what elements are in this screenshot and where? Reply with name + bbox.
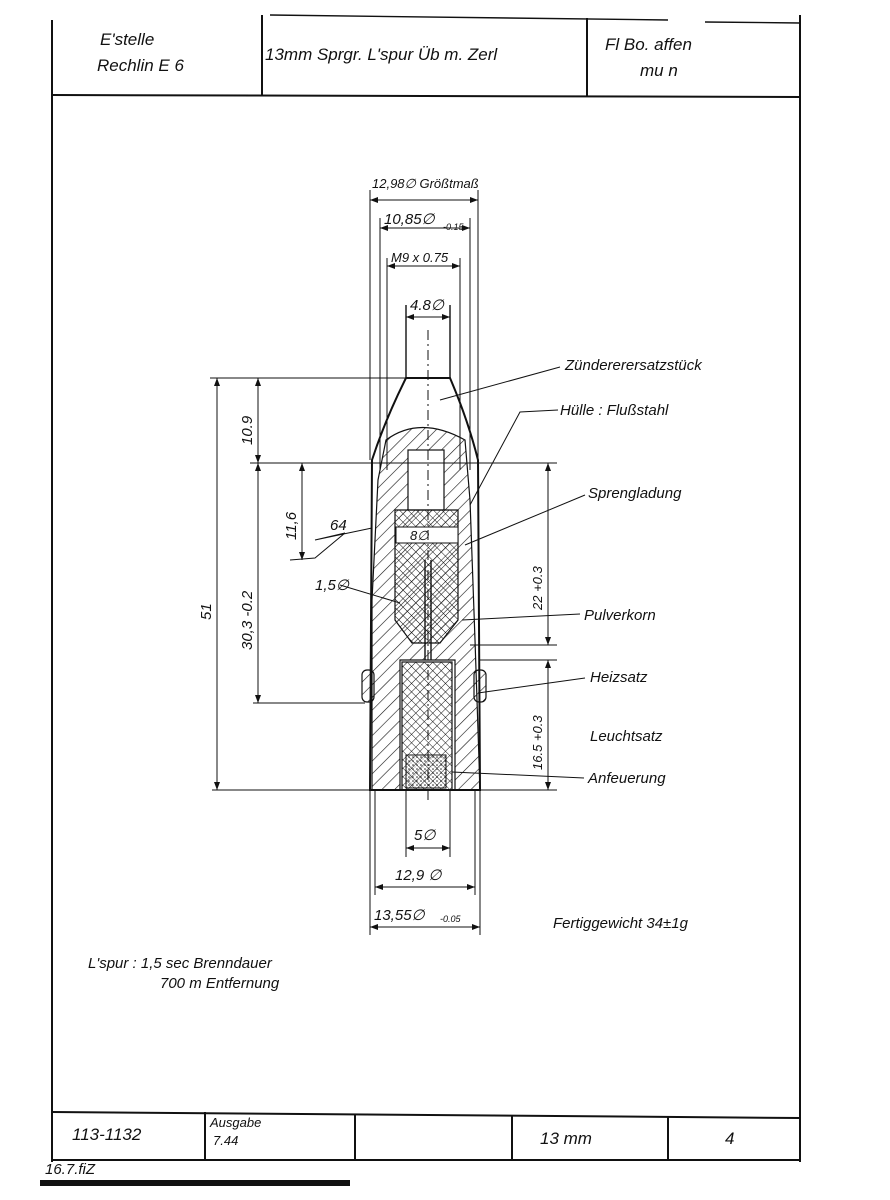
label-heater: Heizsatz bbox=[590, 669, 648, 686]
notes: Fertiggewicht 34±1g L'spur : 1,5 sec Bre… bbox=[88, 915, 689, 992]
dim-48: 4.8∅ bbox=[410, 297, 445, 314]
dim-thread: M9 x 0.75 bbox=[391, 250, 449, 265]
label-fuze-replacement: Zündererersatzstück bbox=[564, 357, 703, 374]
drawing-number: 113-1132 bbox=[72, 1125, 142, 1144]
issue-label: Ausgabe bbox=[209, 1115, 261, 1130]
dim-body-length: 30,3 -0.2 bbox=[239, 590, 256, 650]
office-line1: E'stelle bbox=[100, 30, 154, 49]
dim-angle: 64 bbox=[330, 517, 347, 534]
dim-22: 22 +0.3 bbox=[530, 565, 545, 611]
dim-1355: 13,55∅ bbox=[374, 907, 426, 924]
dimension-labels: 12,98∅ Größtmaß 10,85∅ -0.15 M9 x 0.75 4… bbox=[198, 176, 545, 924]
dim-1355-tol: -0.05 bbox=[440, 914, 462, 924]
dim-total-length: 51 bbox=[198, 603, 215, 620]
label-explosive: Sprengladung bbox=[588, 485, 682, 502]
dimension-lines bbox=[210, 190, 586, 935]
weight-note: Fertiggewicht 34±1g bbox=[553, 915, 689, 932]
title-block: E'stelle Rechlin E 6 13mm Sprgr. L'spur … bbox=[97, 30, 692, 80]
dim-165: 16.5 +0.3 bbox=[530, 715, 545, 770]
issue-value: 7.44 bbox=[213, 1133, 238, 1148]
part-labels: Zündererersatzstück Hülle : Flußstahl Sp… bbox=[560, 357, 703, 787]
drawing-frame bbox=[40, 14, 801, 1186]
stamp: 16.7.fiZ bbox=[45, 1161, 96, 1178]
dim-1085: 10,85∅ bbox=[384, 211, 436, 228]
dim-116: 11,6 bbox=[283, 511, 300, 540]
category-line2: mu n bbox=[640, 61, 678, 80]
dim-8: 8∅ bbox=[410, 528, 429, 543]
category-line1: Fl Bo. affen bbox=[605, 35, 692, 54]
projectile-section bbox=[361, 305, 487, 800]
label-tracer: Leuchtsatz bbox=[590, 728, 663, 745]
dim-15: 1,5∅ bbox=[315, 577, 350, 594]
tracer-note-1: L'spur : 1,5 sec Brenndauer bbox=[88, 955, 273, 972]
label-igniter: Anfeuerung bbox=[587, 770, 666, 787]
dim-1085-tol: -0.15 bbox=[443, 222, 465, 232]
office-line2: Rechlin E 6 bbox=[97, 56, 184, 75]
dim-129: 12,9 ∅ bbox=[395, 867, 442, 884]
tracer-note-2: 700 m Entfernung bbox=[160, 975, 280, 992]
label-shell: Hülle : Flußstahl bbox=[560, 402, 669, 419]
dim-max-diameter: 12,98∅ Größtmaß bbox=[372, 176, 479, 191]
dim-5: 5∅ bbox=[414, 827, 436, 844]
footer-block: 113-1132 Ausgabe 7.44 13 mm 4 16.7.fiZ bbox=[45, 1115, 734, 1178]
label-powder: Pulverkorn bbox=[584, 607, 656, 624]
caliber: 13 mm bbox=[540, 1129, 592, 1148]
sheet-number: 4 bbox=[725, 1129, 734, 1148]
designation: 13mm Sprgr. L'spur Üb m. Zerl bbox=[265, 45, 498, 64]
dim-nose-length: 10.9 bbox=[239, 415, 256, 445]
